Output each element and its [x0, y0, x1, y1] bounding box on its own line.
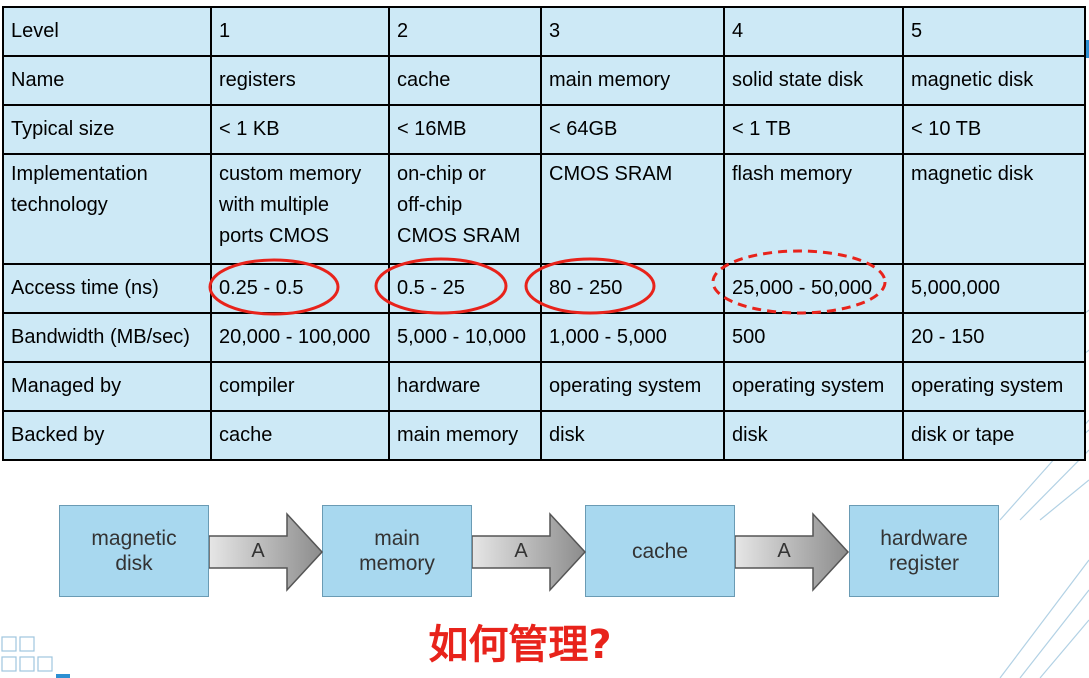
row-label-implementation: Implementation technology — [2, 153, 212, 265]
corner-decoration — [1, 636, 70, 678]
table-cell: 2 — [388, 6, 542, 57]
flow-box-main-memory: main memory — [322, 505, 472, 597]
table-cell: < 1 KB — [210, 104, 390, 155]
table-row-implementation: Implementation technology custom memory … — [2, 153, 1086, 265]
table-cell: 20,000 - 100,000 — [210, 312, 390, 363]
table-cell: operating system — [723, 361, 904, 412]
right-arrow-icon — [472, 512, 587, 592]
table-cell: 25,000 - 50,000 — [723, 263, 904, 314]
table-cell: custom memory with multiple ports CMOS — [210, 153, 390, 265]
table-cell: 5,000,000 — [902, 263, 1086, 314]
arrow-label: A — [251, 540, 265, 562]
table-cell: 5,000 - 10,000 — [388, 312, 542, 363]
table-cell: < 1 TB — [723, 104, 904, 155]
table-cell: 0.5 - 25 — [388, 263, 542, 314]
table-cell: hardware — [388, 361, 542, 412]
table-row-level: Level 1 2 3 4 5 — [2, 6, 1086, 57]
table-cell: 500 — [723, 312, 904, 363]
table-cell: 20 - 150 — [902, 312, 1086, 363]
table-row-managed-by: Managed by compiler hardware operating s… — [2, 361, 1086, 412]
flow-box-hardware-register: hardware register — [849, 505, 999, 597]
table-cell: 5 — [902, 6, 1086, 57]
table-cell: cache — [210, 410, 390, 461]
table-cell: compiler — [210, 361, 390, 412]
table-cell: magnetic disk — [902, 153, 1086, 265]
table-cell: flash memory — [723, 153, 904, 265]
table-row-access-time: Access time (ns) 0.25 - 0.5 0.5 - 25 80 … — [2, 263, 1086, 314]
row-label-typical-size: Typical size — [2, 104, 212, 155]
table-cell: operating system — [902, 361, 1086, 412]
table-cell: solid state disk — [723, 55, 904, 106]
table-cell: 3 — [540, 6, 725, 57]
table-cell: 1 — [210, 6, 390, 57]
flow-box-magnetic-disk: magnetic disk — [59, 505, 209, 597]
row-label-name: Name — [2, 55, 212, 106]
row-label-access-time: Access time (ns) — [2, 263, 212, 314]
table-cell: 1,000 - 5,000 — [540, 312, 725, 363]
row-label-level: Level — [2, 6, 212, 57]
table-row-backed-by: Backed by cache main memory disk disk di… — [2, 410, 1086, 461]
question-text: 如何管理? — [428, 622, 612, 668]
table-cell: 0.25 - 0.5 — [210, 263, 390, 314]
table-cell: on-chip or off-chip CMOS SRAM — [388, 153, 542, 265]
table-cell: operating system — [540, 361, 725, 412]
table-cell: < 64GB — [540, 104, 725, 155]
table-cell: main memory — [388, 410, 542, 461]
row-label-backed-by: Backed by — [2, 410, 212, 461]
table-cell: magnetic disk — [902, 55, 1086, 106]
table-cell: 80 - 250 — [540, 263, 725, 314]
table-cell: CMOS SRAM — [540, 153, 725, 265]
row-label-managed-by: Managed by — [2, 361, 212, 412]
table-cell: main memory — [540, 55, 725, 106]
table-row-name: Name registers cache main memory solid s… — [2, 55, 1086, 106]
table-cell: registers — [210, 55, 390, 106]
flow-box-cache: cache — [585, 505, 735, 597]
table-cell: disk or tape — [902, 410, 1086, 461]
right-arrow-icon — [209, 512, 324, 592]
table-cell: < 10 TB — [902, 104, 1086, 155]
table-cell: disk — [723, 410, 904, 461]
table-cell: cache — [388, 55, 542, 106]
table-row-bandwidth: Bandwidth (MB/sec) 20,000 - 100,000 5,00… — [2, 312, 1086, 363]
table-cell: disk — [540, 410, 725, 461]
arrow-label: A — [514, 540, 528, 562]
table-cell: 4 — [723, 6, 904, 57]
table-cell: < 16MB — [388, 104, 542, 155]
row-label-bandwidth: Bandwidth (MB/sec) — [2, 312, 212, 363]
arrow-label: A — [777, 540, 791, 562]
right-arrow-icon — [735, 512, 850, 592]
memory-hierarchy-table: Level 1 2 3 4 5 Name registers cache mai… — [2, 6, 1086, 461]
table-row-typical-size: Typical size < 1 KB < 16MB < 64GB < 1 TB… — [2, 104, 1086, 155]
